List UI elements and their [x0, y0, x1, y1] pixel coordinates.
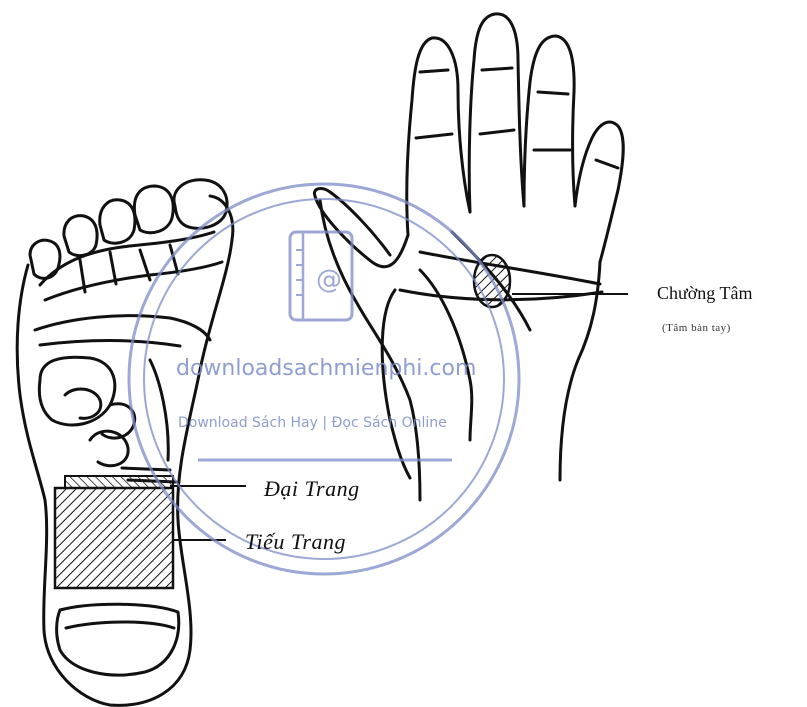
foot-outline: [17, 196, 233, 705]
thumb: [314, 189, 408, 267]
ring-finger: [524, 36, 575, 206]
heel: [57, 604, 179, 675]
toe-2: [134, 186, 173, 233]
label-chuong-tam-sub: (Tâm bàn tay): [662, 322, 731, 334]
little-finger: [575, 122, 623, 262]
label-dai-trang: Đại Trang: [264, 476, 360, 502]
watermark-tagline: Download Sách Hay | Đọc Sách Online: [178, 415, 447, 431]
watermark-site: downloadsachmienphi.com: [176, 356, 476, 381]
foot-sole-drawing: [17, 180, 233, 706]
svg-text:@: @: [316, 265, 342, 295]
big-toe: [174, 180, 227, 229]
tieu-trang-zone: [55, 488, 173, 588]
middle-finger: [469, 14, 524, 212]
label-chuong-tam: Chường Tâm: [657, 283, 752, 304]
toe-3: [100, 200, 135, 243]
toe-4: [64, 216, 97, 256]
label-tieu-trang: Tiếu Trang: [245, 529, 346, 555]
life-line: [382, 290, 410, 478]
